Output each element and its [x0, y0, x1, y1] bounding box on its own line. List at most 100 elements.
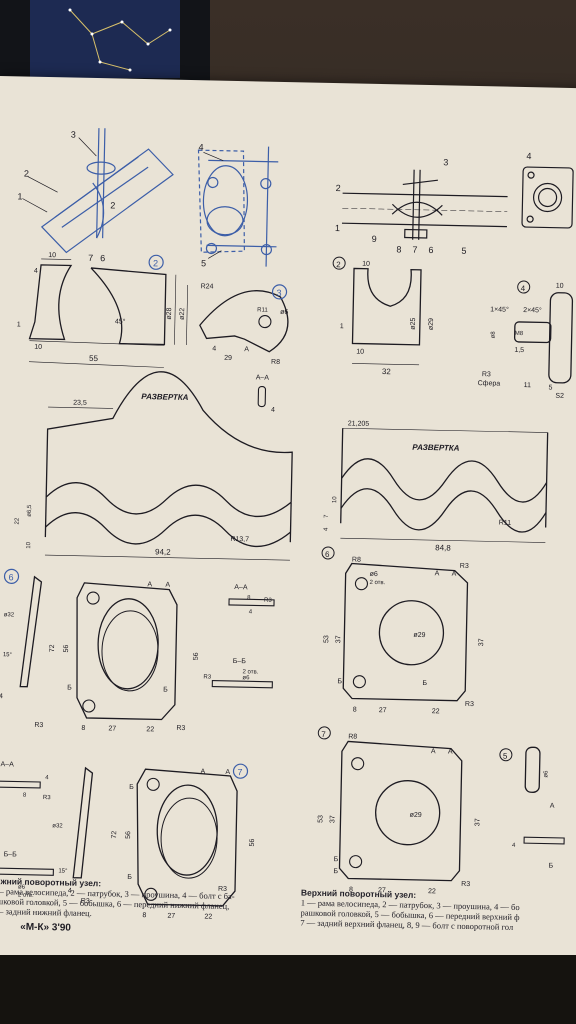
- dim: R3: [43, 795, 51, 801]
- dim: 11: [524, 382, 532, 389]
- dim: А: [225, 769, 230, 776]
- dim: 4: [45, 775, 49, 781]
- dim: 22: [428, 888, 436, 895]
- dim: ø28: [166, 307, 173, 319]
- dim: ø6: [543, 770, 549, 778]
- dim: 72: [111, 831, 118, 839]
- dim: R8: [352, 556, 361, 563]
- left-assembly-drawing: 3 2 1 7 6 2 4 5: [17, 128, 279, 268]
- callout-4: 4: [526, 151, 531, 161]
- dim: 15°: [3, 652, 13, 658]
- right-part-4: 4 10 1×45° 2×45° M8 ø8 1,5 R3 Сфера 11 5…: [478, 280, 574, 400]
- dim: ø8: [491, 331, 497, 339]
- callout-1: 1: [17, 191, 22, 201]
- dim: А–А: [234, 584, 248, 591]
- dim: ø29: [428, 318, 435, 330]
- dim: Б: [67, 685, 72, 692]
- callout-3: 3: [71, 129, 76, 139]
- dim: R3: [482, 371, 491, 378]
- dim: ø6: [370, 571, 378, 578]
- right-caption: Верхний поворотный узел: 1 — рама велоси…: [300, 887, 571, 933]
- left-part-6: 6 ø32 15° 4 R3 72 56 56 8 27 22 R3 Б Б А…: [0, 568, 275, 733]
- dim: 7: [324, 514, 330, 518]
- left-part-7: 7 А–А 4 8 R3 ø32 15° Б–Б ø6 2 отв. 4 R3 …: [0, 761, 256, 921]
- dim: Б–Б: [233, 658, 247, 665]
- dim: 10: [332, 496, 338, 503]
- dim: Б: [548, 863, 553, 870]
- star-map-book: ЗЯ: [30, 0, 180, 78]
- dim: R24: [201, 283, 214, 290]
- dim: 22: [432, 708, 440, 715]
- dim: Б: [163, 687, 168, 694]
- dim: Б: [129, 784, 134, 791]
- dim: 27: [167, 913, 175, 920]
- dim: 4: [0, 693, 3, 700]
- dim: 2 отв.: [243, 669, 259, 675]
- right-assembly-drawing: 3 2 1 9 8 7 6 5 4: [335, 151, 574, 256]
- dim: А: [431, 748, 436, 755]
- dim: 10: [26, 541, 32, 548]
- dim: ø6: [18, 885, 26, 891]
- dim: 4: [34, 268, 38, 275]
- callout-2: 2: [336, 183, 341, 193]
- part-number-6: 6: [8, 572, 13, 582]
- part-number-2: 2: [153, 258, 158, 268]
- dim: ø32: [52, 823, 63, 829]
- dim: 8: [349, 886, 353, 893]
- dim: Б: [333, 868, 338, 875]
- dim: 21,205: [348, 420, 370, 427]
- dim: 8: [353, 707, 357, 714]
- dim: 4: [512, 843, 516, 849]
- dim: R3: [465, 701, 474, 708]
- dim: Сфера: [478, 380, 501, 387]
- dim: 72: [49, 644, 56, 652]
- dim: 4: [68, 888, 72, 895]
- magazine-page: 3 2 1 7 6 2 4 5 2 10 4 45° ø28 ø22 1 1: [0, 76, 576, 969]
- dim: 84,8: [435, 543, 451, 552]
- dim: 1: [17, 321, 21, 328]
- dim: 32: [382, 367, 392, 376]
- dim: 37: [474, 818, 481, 826]
- part-number-4: 4: [521, 284, 526, 293]
- callout-5: 5: [201, 258, 206, 268]
- dim: А: [200, 768, 205, 775]
- part-number-2: 2: [336, 260, 341, 269]
- dim: R11: [499, 520, 512, 527]
- dim: Б: [334, 856, 339, 863]
- callout-1: 1: [335, 223, 340, 233]
- technical-drawing: 3 2 1 7 6 2 4 5 2 10 4 45° ø28 ø22 1 1: [0, 128, 574, 921]
- callout-9: 9: [372, 234, 377, 244]
- dim: R3: [461, 881, 470, 888]
- dim: 8: [81, 725, 85, 732]
- dim: R11: [257, 307, 268, 313]
- dim: ø6: [242, 675, 250, 681]
- left-caption: Нижний поворотный узел: 1 — рама велосип…: [0, 876, 289, 922]
- right-part-5: 5 ø6 4 Б А: [499, 746, 565, 870]
- dim: А: [147, 581, 152, 588]
- right-development: РАЗВЕРТКА 21,205 10 7 4 R11 84,8: [324, 420, 549, 553]
- dim: 56: [249, 838, 256, 846]
- development-title: РАЗВЕРТКА: [412, 443, 460, 453]
- dim: 55: [89, 354, 99, 363]
- dim: А: [452, 571, 457, 578]
- dim: А: [550, 803, 555, 810]
- dim: 10: [356, 349, 364, 356]
- callout-5: 5: [461, 246, 466, 256]
- dim: А: [165, 582, 170, 589]
- dim: 4: [249, 609, 253, 615]
- part-number-7: 7: [321, 730, 326, 739]
- dim: 56: [63, 645, 70, 653]
- left-part-3: 3 R24 ø6 R11 4 29 A R8 A–A 4: [199, 283, 288, 414]
- journal-issue: «М-К» 3'90: [20, 921, 72, 934]
- dim: 4: [271, 407, 275, 414]
- dim: R8: [271, 359, 280, 366]
- left-development: РАЗВЕРТКА 23,5 ø6,5 22 10 R13,7 94,2: [15, 371, 293, 561]
- dim: 1: [340, 323, 344, 330]
- dim: 8: [142, 912, 146, 919]
- part-number-7: 7: [237, 767, 242, 777]
- dim: 22: [204, 913, 212, 920]
- dim: 10: [34, 344, 42, 351]
- right-part-2: 2 10 ø25 ø29 1 10 32: [332, 256, 435, 376]
- dim: ø32: [4, 612, 15, 618]
- dim: ø29: [413, 632, 425, 639]
